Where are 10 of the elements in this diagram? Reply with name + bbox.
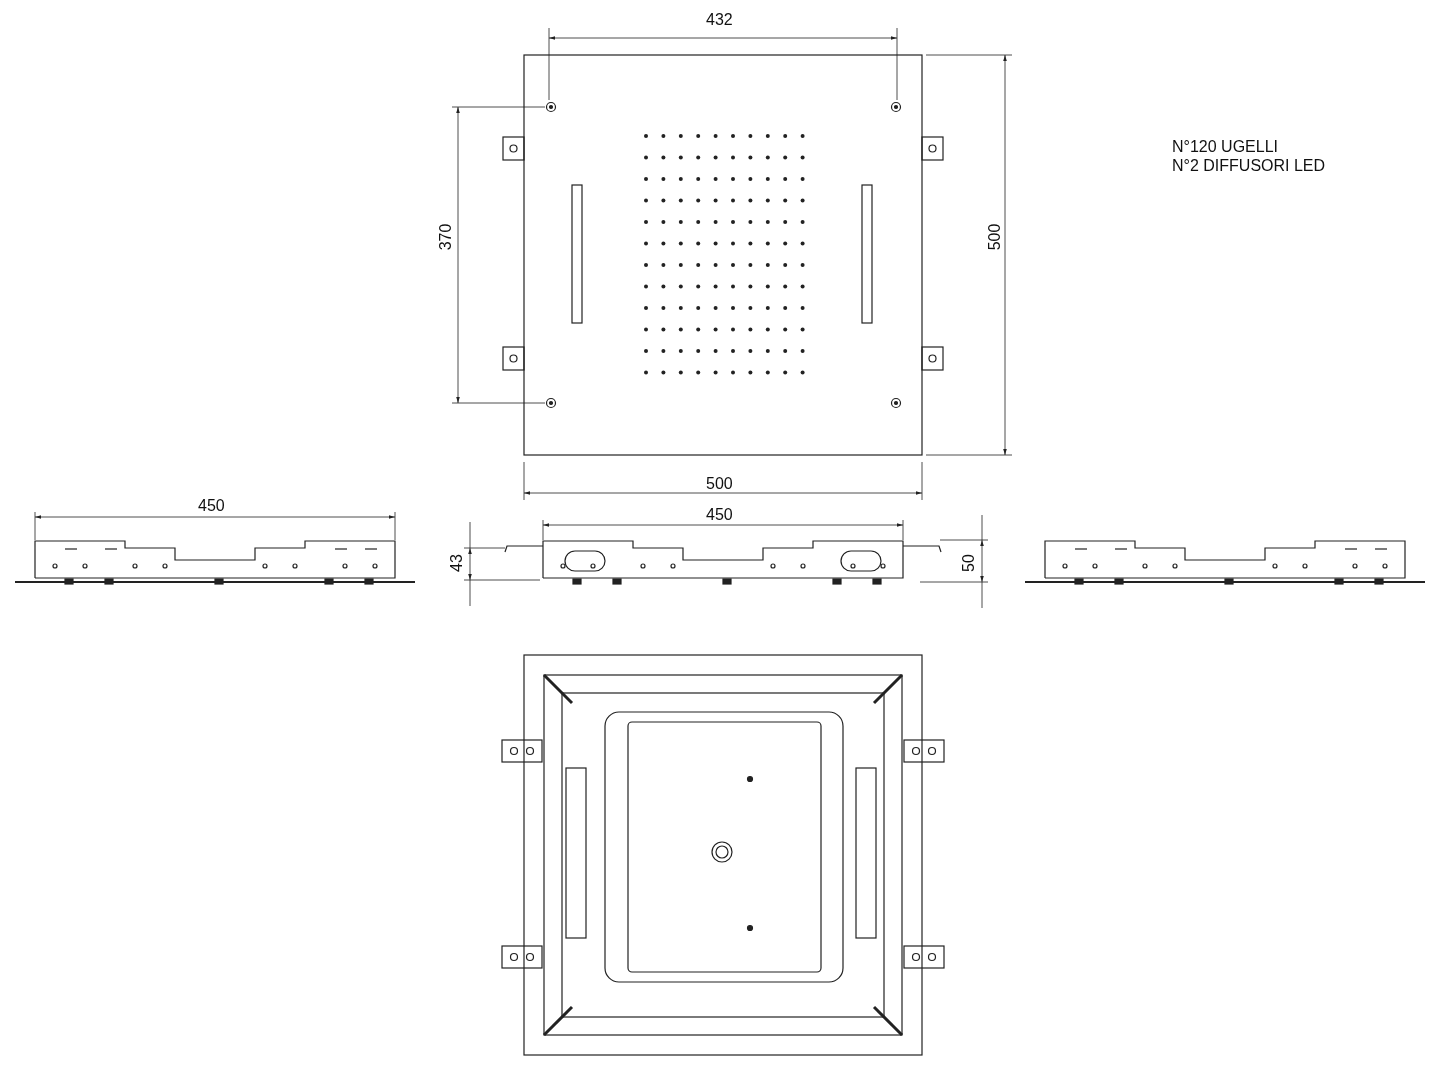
dimension-label: 43 xyxy=(447,554,466,572)
note-text: N°2 DIFFUSORI LED xyxy=(1172,157,1326,175)
dimension-label: 450 xyxy=(706,506,733,524)
note-text: N°120 UGELLI xyxy=(1172,138,1278,156)
dimension-label: 450 xyxy=(198,497,225,515)
dimension-label: 432 xyxy=(706,11,733,29)
dimension-label: 370 xyxy=(437,223,456,251)
dimension-label: 500 xyxy=(986,223,1005,251)
dimension-label: 500 xyxy=(706,475,733,493)
dimension-label: 50 xyxy=(959,554,978,572)
